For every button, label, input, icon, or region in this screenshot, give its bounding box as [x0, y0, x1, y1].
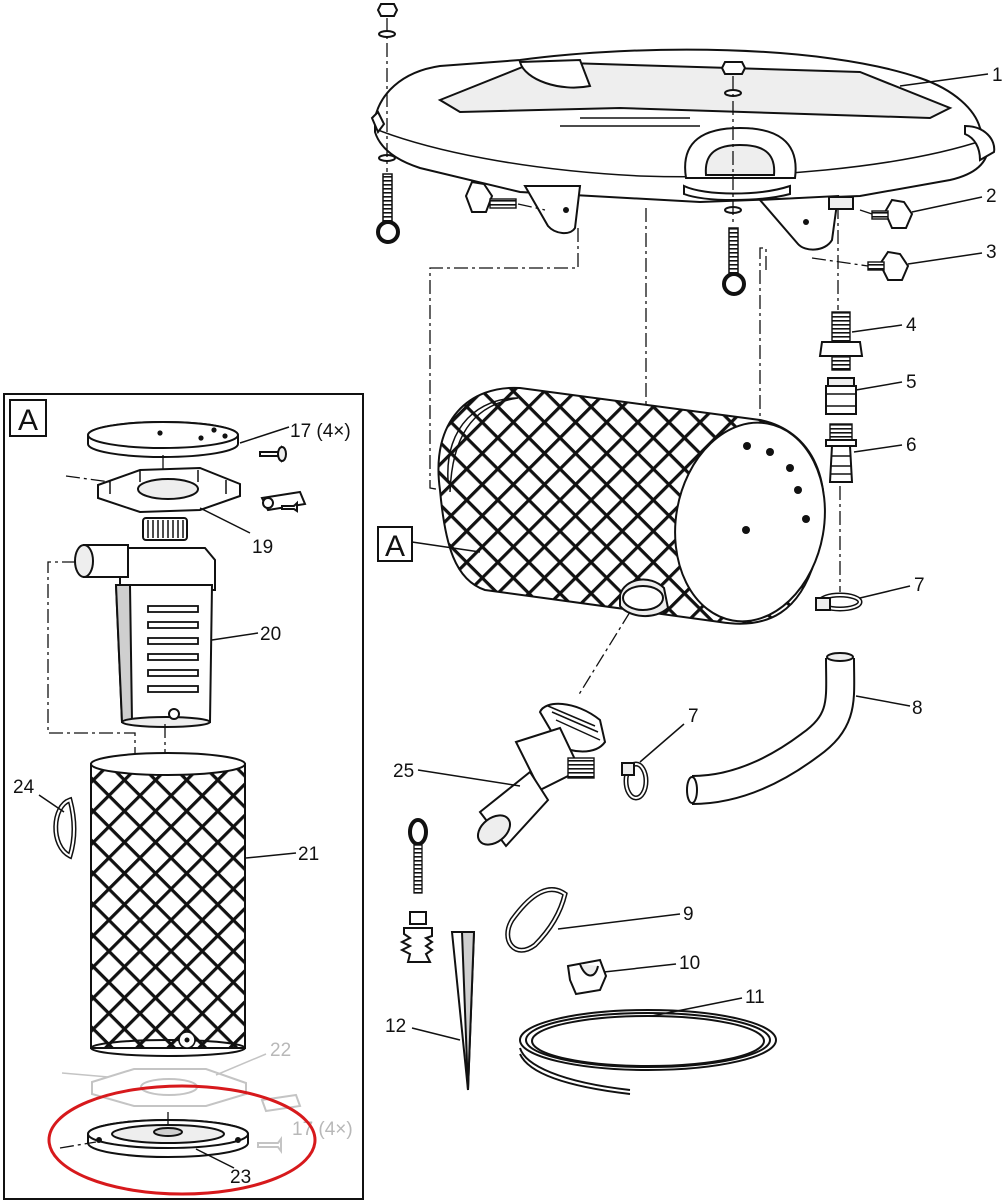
mesh-sleeve-21: [90, 752, 246, 1057]
retainer-plate-19: [65, 466, 241, 514]
bottom-ring-23: [59, 1112, 249, 1158]
callout-24: 24: [13, 777, 35, 798]
thumb-screw-2: [859, 198, 914, 229]
callout-22: 22: [270, 1040, 291, 1061]
callout-20: 20: [260, 624, 281, 645]
ring-clip-9: [505, 887, 568, 953]
detail-box-label-frame: [9, 399, 47, 437]
fitting-6: [825, 423, 857, 483]
thumb-screw-left: [464, 180, 546, 213]
inset-reference-label: A: [385, 530, 405, 563]
retainer-plate-22-faded: [61, 1068, 302, 1113]
ground-stake-12: [450, 931, 476, 1091]
callout-11: 11: [745, 987, 765, 1008]
fitting-5: [825, 377, 857, 415]
callout-17-top: 17 (4×): [290, 421, 351, 442]
filter-housing-20: [74, 517, 216, 728]
callout-2: 2: [986, 186, 997, 207]
callout-25: 25: [393, 761, 414, 782]
top-cap-disc: [87, 421, 239, 458]
screw-17-top: [259, 445, 287, 463]
eye-bolt-and-wall-plug: [399, 818, 434, 963]
hardware-left-stack: [376, 3, 400, 244]
hose-clamp-7-upper: [815, 592, 863, 612]
callout-12: 12: [385, 1016, 406, 1037]
main-exploded-view: 1: [370, 3, 1003, 1095]
fitting-4: [818, 196, 864, 371]
float-cover-1: [370, 48, 996, 204]
callout-8: 8: [912, 698, 923, 719]
callout-4: 4: [906, 315, 917, 336]
callout-23: 23: [230, 1167, 251, 1188]
callout-6: 6: [906, 435, 917, 456]
screw-17-bottom-faded: [257, 1136, 282, 1154]
callout-7-lower: 7: [688, 706, 699, 727]
callout-3: 3: [986, 242, 997, 263]
hardware-center-stack: [720, 61, 747, 296]
detail-box-label: A: [18, 404, 38, 437]
callout-5: 5: [906, 372, 917, 393]
callout-1: 1: [992, 65, 1003, 86]
cable-coil-11: [519, 1009, 777, 1095]
clip-with-screw-19: [260, 490, 307, 513]
cable-clip-10: [566, 958, 608, 996]
callout-21: 21: [298, 844, 319, 865]
callout-17-bottom: 17 (4×): [292, 1119, 353, 1140]
bracket-left: [523, 185, 582, 234]
callout-19: 19: [252, 537, 273, 558]
outlet-valve-25: [477, 702, 607, 848]
callout-7-upper: 7: [914, 575, 925, 596]
callout-9: 9: [683, 904, 694, 925]
hose-8: [686, 652, 856, 805]
bracket-right: [757, 194, 840, 251]
filter-cylinder: [437, 386, 826, 697]
hose-clamp-7-lower: [621, 761, 649, 801]
detail-view-a: A 17 (4×) 19: [3, 393, 364, 1200]
inset-reference-box: A: [377, 526, 481, 563]
callout-10: 10: [679, 953, 700, 974]
thumb-screw-3: [811, 250, 910, 281]
d-ring-24: [53, 796, 77, 860]
highlight-ellipse: [47, 1084, 317, 1196]
